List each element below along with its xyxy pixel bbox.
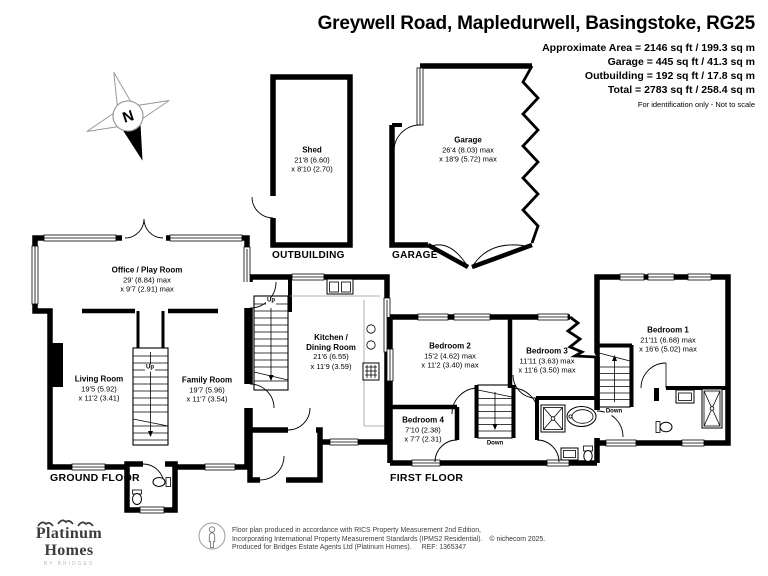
room-label-garage: Garage 26'4 (8.03) max x 18'9 (5.72) max <box>439 135 497 164</box>
identification-note: For identification only - Not to scale <box>637 100 755 109</box>
room-label-kitchen: Kitchen / Dining Room 21'6 (6.55) x 11'9… <box>306 332 356 371</box>
entrance-lobby <box>247 427 323 483</box>
appliance-icon <box>362 362 380 381</box>
bathroom-fixtures <box>540 404 597 462</box>
compass-north-label: N <box>121 107 137 127</box>
bathroom-sink-icon <box>560 447 579 461</box>
stairs-up-label-hall: Up <box>266 297 276 305</box>
garage-plan <box>389 63 540 270</box>
stairs-up-label-main: Up <box>145 364 155 372</box>
reference-number: REF: 1365347 <box>421 544 467 552</box>
ground-interior-walls <box>82 277 292 348</box>
staircase-ground-main <box>132 347 169 446</box>
ensuite-sink-icon <box>675 386 695 404</box>
header: Greywell Road, Mapledurwell, Basingstoke… <box>317 13 756 109</box>
main-house-block <box>32 235 250 470</box>
outbuilding-plan <box>251 74 353 248</box>
shower-icon <box>540 404 566 433</box>
first-floor-label: FIRST FLOOR <box>390 472 464 484</box>
logo-subtext: BY BRIDGES <box>43 561 95 567</box>
garage-open-side-zigzag <box>521 65 540 244</box>
bathroom-toilet-icon <box>583 445 593 462</box>
compass-icon: N <box>86 72 170 161</box>
first-floor-plan <box>386 273 731 467</box>
person-scale-icon <box>198 522 226 550</box>
sink-icon <box>132 489 142 505</box>
room-label-living: Living Room 19'5 (5.92) x 11'2 (3.41) <box>74 374 124 403</box>
staircase-first-bedroom1 <box>598 346 631 408</box>
hob-icon <box>366 324 376 350</box>
first-door-arcs <box>434 362 667 463</box>
logo-line1: Platinum <box>35 525 103 542</box>
room-label-office: Office / Play Room 29' (8.84) max x 9'7 … <box>111 265 183 294</box>
logo-birds-icon <box>37 519 94 527</box>
bay-zigzag <box>565 315 598 359</box>
first-interior-walls <box>390 317 728 440</box>
room-label-shed: Shed 21'8 (6.60) x 8'10 (2.70) <box>291 145 333 174</box>
first-windows <box>386 273 712 467</box>
chimney-breast <box>50 343 63 387</box>
disclaimer-block: Floor plan produced in accordance with R… <box>232 527 545 553</box>
outbuilding-label: OUTBUILDING <box>272 250 345 261</box>
ensuite-shower-icon <box>701 388 723 429</box>
ensuite-toilet-icon <box>655 421 673 433</box>
toilet-icon <box>152 477 171 487</box>
garage-label: GARAGE <box>392 250 438 261</box>
room-label-bedroom1: Bedroom 1 21'11 (6.68) max x 16'6 (5.02)… <box>639 325 697 354</box>
garage-door-arcs <box>428 244 532 268</box>
disclaimer-line-3: Produced for Bridges Estate Agents Ltd (… <box>232 544 467 552</box>
disclaimer-line-2: Incorporating International Property Mea… <box>232 535 546 543</box>
page-title: Greywell Road, Mapledurwell, Basingstoke… <box>317 13 756 34</box>
ground-windows <box>31 233 391 514</box>
kitchen-fittings <box>290 278 384 427</box>
kitchen-sink-icon <box>326 278 354 295</box>
bath-icon <box>566 406 597 427</box>
room-label-bedroom4: Bedroom 4 7'10 (2.38) x 7'7 (2.31) <box>402 415 444 444</box>
room-label-bedroom2: Bedroom 2 15'2 (4.62) max x 11'2 (3.40) … <box>421 341 479 370</box>
stairs-down-label-main: Down <box>485 440 505 448</box>
area-line-garage: Garage = 445 sq ft / 41.3 sq m <box>607 56 755 68</box>
agent-logo: Platinum Homes BY BRIDGES <box>10 514 128 567</box>
room-label-family: Family Room 19'7 (5.96) x 11'7 (3.54) <box>181 375 233 404</box>
ground-floor-plan <box>31 218 391 514</box>
area-line-total-approx: Approximate Area = 2146 sq ft / 199.3 sq… <box>542 42 755 54</box>
disclaimer-line-1: Floor plan produced in accordance with R… <box>232 527 481 534</box>
area-line-total: Total = 2783 sq ft / 258.4 sq m <box>607 84 755 96</box>
ensuite-fixtures <box>655 386 723 433</box>
area-line-outbuilding: Outbuilding = 192 sq ft / 17.8 sq m <box>584 70 755 82</box>
logo-line2: Homes <box>44 541 94 559</box>
wc-fixtures <box>132 477 171 505</box>
stairs-down-label-bedroom1: Down <box>604 408 624 416</box>
staircase-first-main <box>477 384 513 439</box>
copyright: © nichecom 2025. <box>489 535 546 543</box>
ground-floor-label: GROUND FLOOR <box>50 472 140 484</box>
room-label-bedroom3: Bedroom 3 11'11 (3.63) max x 11'6 (3.50)… <box>518 346 576 375</box>
area-summary: Approximate Area = 2146 sq ft / 199.3 sq… <box>318 41 755 97</box>
